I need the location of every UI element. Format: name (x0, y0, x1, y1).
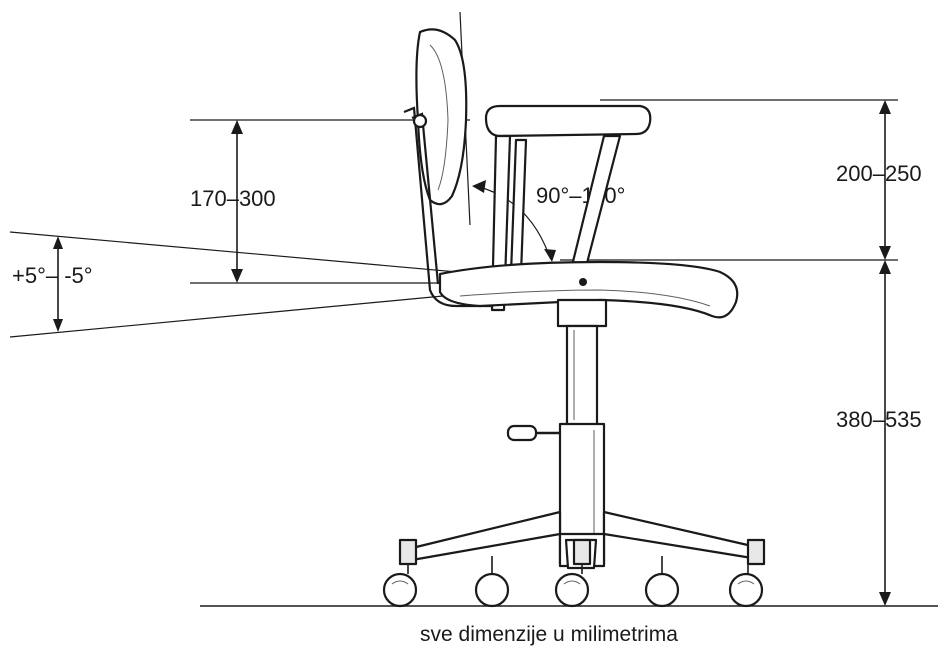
backrest-height-label: 170–300 (190, 186, 276, 211)
backrest-height-dimension: 170–300 (190, 119, 540, 284)
caster-wheel-1 (382, 572, 418, 608)
armrest-pad (484, 104, 652, 138)
armrest-height-label: 200–250 (836, 161, 922, 186)
backrest-pivot (412, 113, 428, 129)
backrest-frame (403, 106, 500, 308)
base-leg-right (602, 510, 754, 560)
office-chair (382, 28, 766, 608)
caster-housing-center (572, 538, 592, 566)
gas-cylinder (565, 324, 599, 428)
caster-housing-left (398, 538, 418, 566)
base-leg-left (410, 510, 562, 562)
height-adjust-lever (506, 424, 560, 442)
caster-wheel-4 (644, 572, 680, 608)
seat-height-dimension: 380–535 (836, 260, 922, 606)
armrest-height-dimension: 200–250 (560, 99, 922, 261)
back-angle-label: 90°–110° (536, 183, 625, 208)
caster-housing-right (746, 538, 766, 566)
caster-wheel-2 (474, 572, 510, 608)
back-angle-dimension: 90°–110° (459, 11, 625, 262)
seat-tilt-label: +5°– -5° (12, 263, 93, 288)
caster-wheel-3 (554, 572, 590, 608)
seat-mechanism (556, 298, 608, 328)
units-caption: sve dimenzije u milimetrima (420, 623, 678, 646)
seat-pivot (579, 278, 587, 286)
caster-wheel-5 (728, 572, 764, 608)
seat-height-label: 380–535 (836, 407, 922, 432)
